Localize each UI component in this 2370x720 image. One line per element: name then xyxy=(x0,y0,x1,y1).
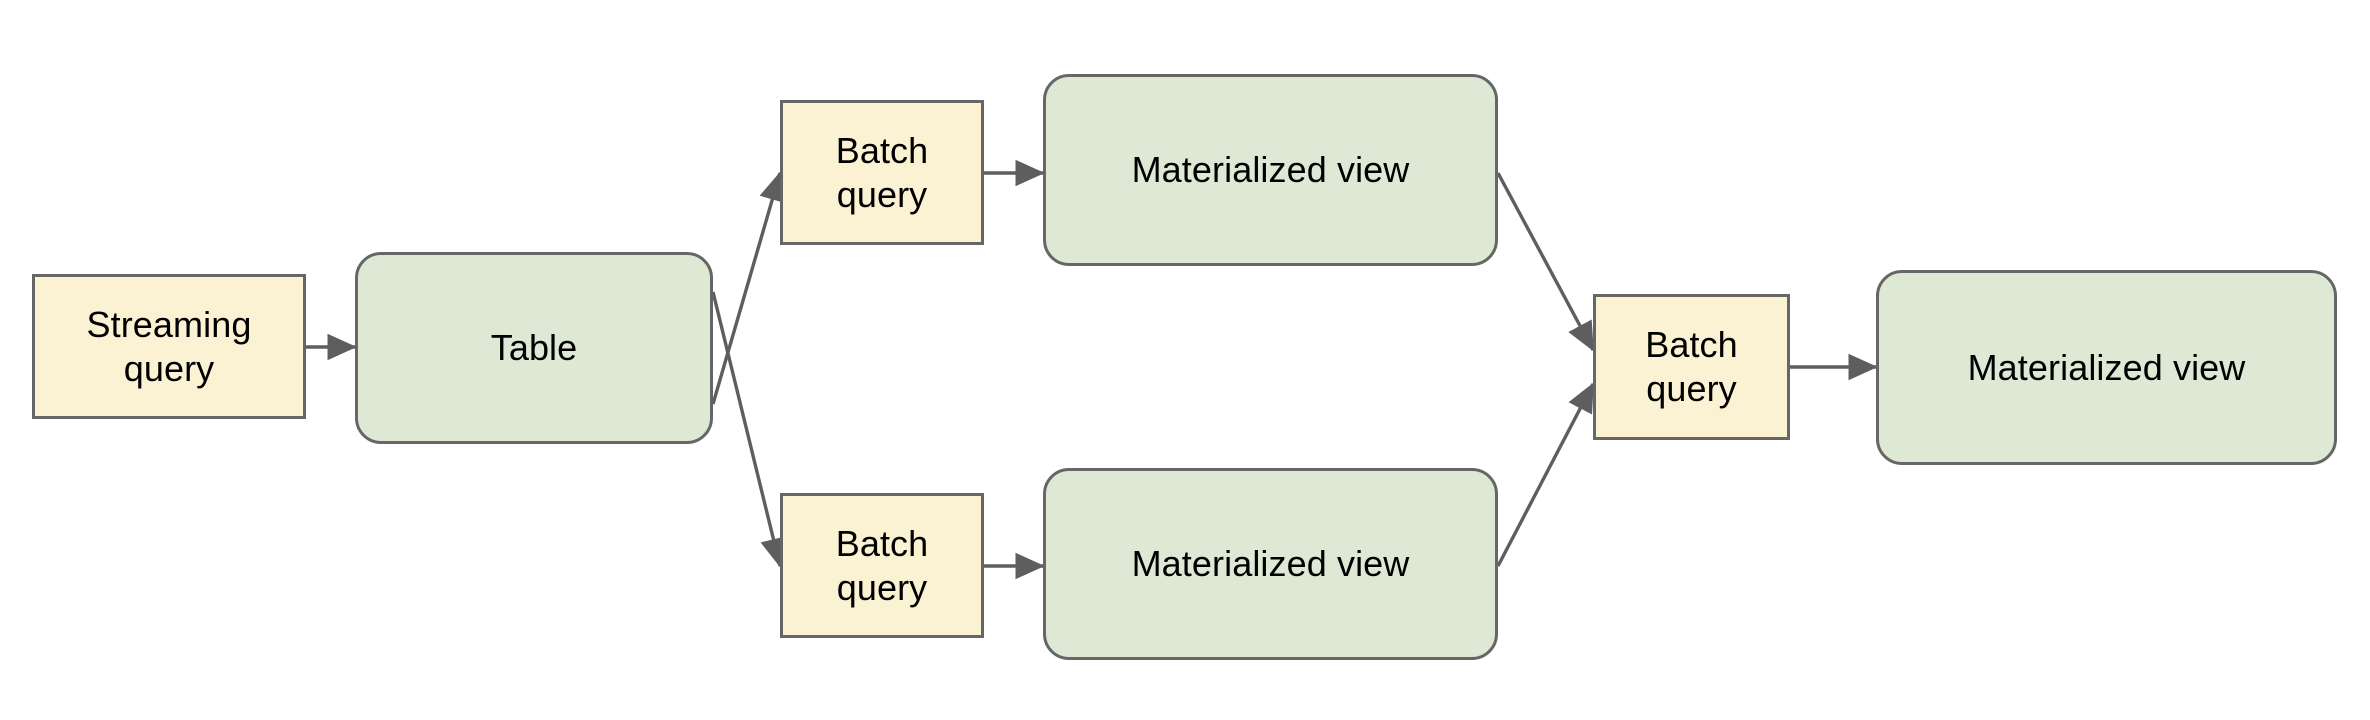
node-label: Batch query xyxy=(835,129,929,215)
node-label: Batch query xyxy=(835,522,929,608)
node-label: Materialized view xyxy=(1967,346,2246,388)
node-table[interactable]: Table xyxy=(355,252,713,444)
node-label: Materialized view xyxy=(1131,543,1410,585)
node-materialized-view-bottom[interactable]: Materialized view xyxy=(1043,468,1498,660)
node-label: Streaming query xyxy=(86,303,252,389)
node-label: Table xyxy=(490,327,578,369)
node-materialized-view-top[interactable]: Materialized view xyxy=(1043,74,1498,266)
node-batch-query-top[interactable]: Batch query xyxy=(780,100,984,245)
node-label: Materialized view xyxy=(1131,149,1410,191)
node-streaming-query[interactable]: Streaming query xyxy=(32,274,306,419)
edge-table-to-batch-query-top xyxy=(711,171,786,405)
edge-table-to-batch-query-bottom xyxy=(711,291,787,568)
edge-materialized-view-bottom-to-batch-query-center xyxy=(1496,382,1595,567)
node-batch-query-bottom[interactable]: Batch query xyxy=(780,493,984,638)
node-materialized-view-right[interactable]: Materialized view xyxy=(1876,270,2337,465)
edge-materialized-view-top-to-batch-query-center xyxy=(1496,172,1595,352)
node-label: Batch query xyxy=(1645,324,1738,409)
node-batch-query-center[interactable]: Batch query xyxy=(1593,294,1790,440)
